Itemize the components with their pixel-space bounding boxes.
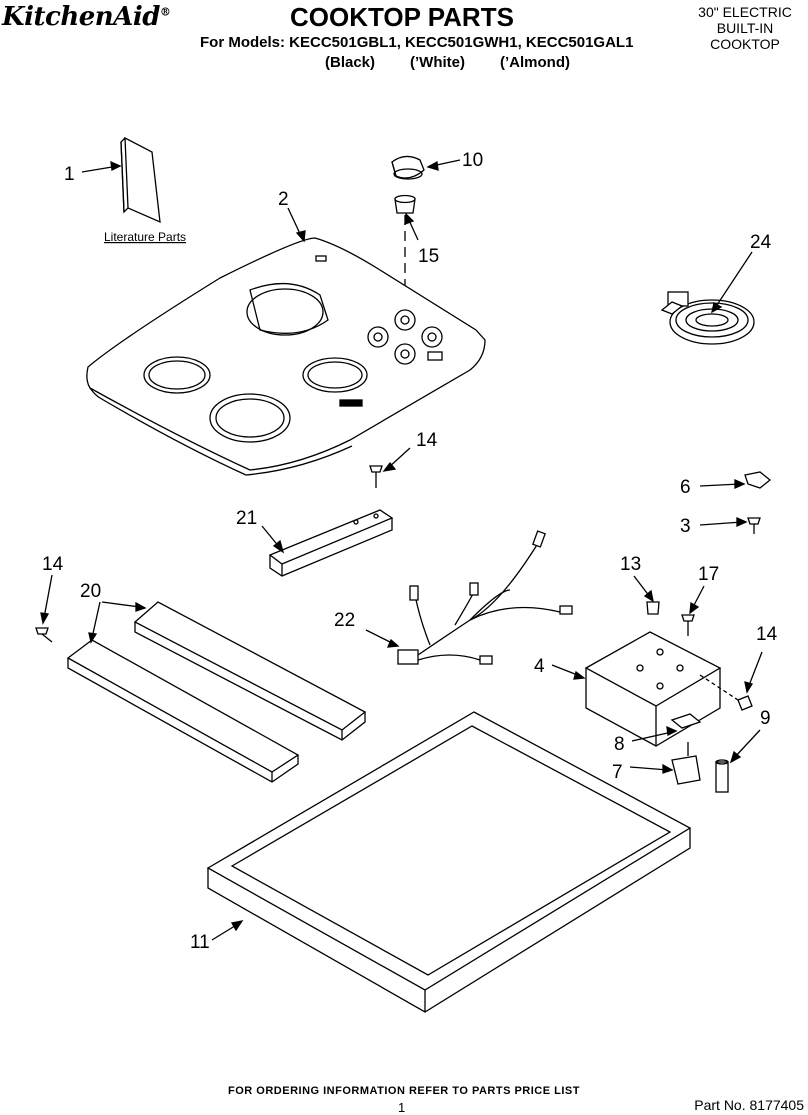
burner-bracket <box>268 509 394 577</box>
screw-small <box>747 517 761 534</box>
callout-6: 6 <box>680 477 691 498</box>
product-type: 30" ELECTRIC BUILT-IN COOKTOP <box>690 4 800 52</box>
switch-mounting-bracket <box>584 631 722 747</box>
glass-cooktop <box>86 237 486 476</box>
screw <box>681 614 695 636</box>
callout-10: 10 <box>462 150 483 171</box>
literature-parts-label: Literature Parts <box>104 230 186 244</box>
radiant-element <box>660 291 755 345</box>
knob-adapter <box>394 194 416 214</box>
grommet <box>646 601 660 615</box>
leader-lines <box>40 159 763 941</box>
callout-3: 3 <box>680 516 691 537</box>
callout-15: 15 <box>418 246 439 267</box>
callout-14-right: 14 <box>756 624 778 645</box>
callout-11: 11 <box>190 932 210 953</box>
cooktop-base-pan <box>206 711 692 1013</box>
product-type-line: BUILT-IN <box>716 20 774 36</box>
color-black: (Black) <box>325 54 376 71</box>
ordering-note: FOR ORDERING INFORMATION REFER TO PARTS … <box>228 1085 580 1097</box>
screw-left <box>35 627 53 643</box>
callout-24: 24 <box>750 232 772 253</box>
callout-7: 7 <box>612 762 623 783</box>
callout-22: 22 <box>334 610 355 631</box>
wire-harness <box>397 530 573 665</box>
brand-logo: KitchenAid® <box>2 2 171 32</box>
callout-17: 17 <box>698 564 719 585</box>
side-rail <box>133 601 367 741</box>
product-type-line: COOKTOP <box>710 36 780 52</box>
thermal-limiter <box>715 759 729 793</box>
screw-right <box>737 695 753 711</box>
callout-4: 4 <box>534 656 545 677</box>
control-knob <box>391 155 425 180</box>
callout-9: 9 <box>760 708 771 729</box>
infinite-switch <box>671 742 701 785</box>
page-number: 1 <box>398 1100 406 1115</box>
callout-14-left: 14 <box>42 554 64 575</box>
color-almond: (’Almond) <box>500 54 570 71</box>
callout-21: 21 <box>236 508 257 529</box>
callout-20: 20 <box>80 581 101 602</box>
model-list: For Models: KECC501GBL1, KECC501GWH1, KE… <box>200 34 634 51</box>
callout-8: 8 <box>614 734 625 755</box>
side-rail <box>66 639 300 783</box>
insulator <box>670 713 702 729</box>
callout-14-top: 14 <box>416 430 438 451</box>
callout-2: 2 <box>278 189 289 210</box>
page-title: COOKTOP PARTS <box>290 2 514 32</box>
color-white: (’White) <box>410 54 465 71</box>
callout-13: 13 <box>620 554 641 575</box>
part-number: Part No. 8177405 <box>694 1097 804 1113</box>
screw <box>369 465 383 488</box>
callout-1: 1 <box>64 164 75 185</box>
product-type-line: 30" ELECTRIC <box>698 4 792 20</box>
retaining-clip <box>744 471 772 489</box>
literature-parts-booklet <box>120 136 161 224</box>
